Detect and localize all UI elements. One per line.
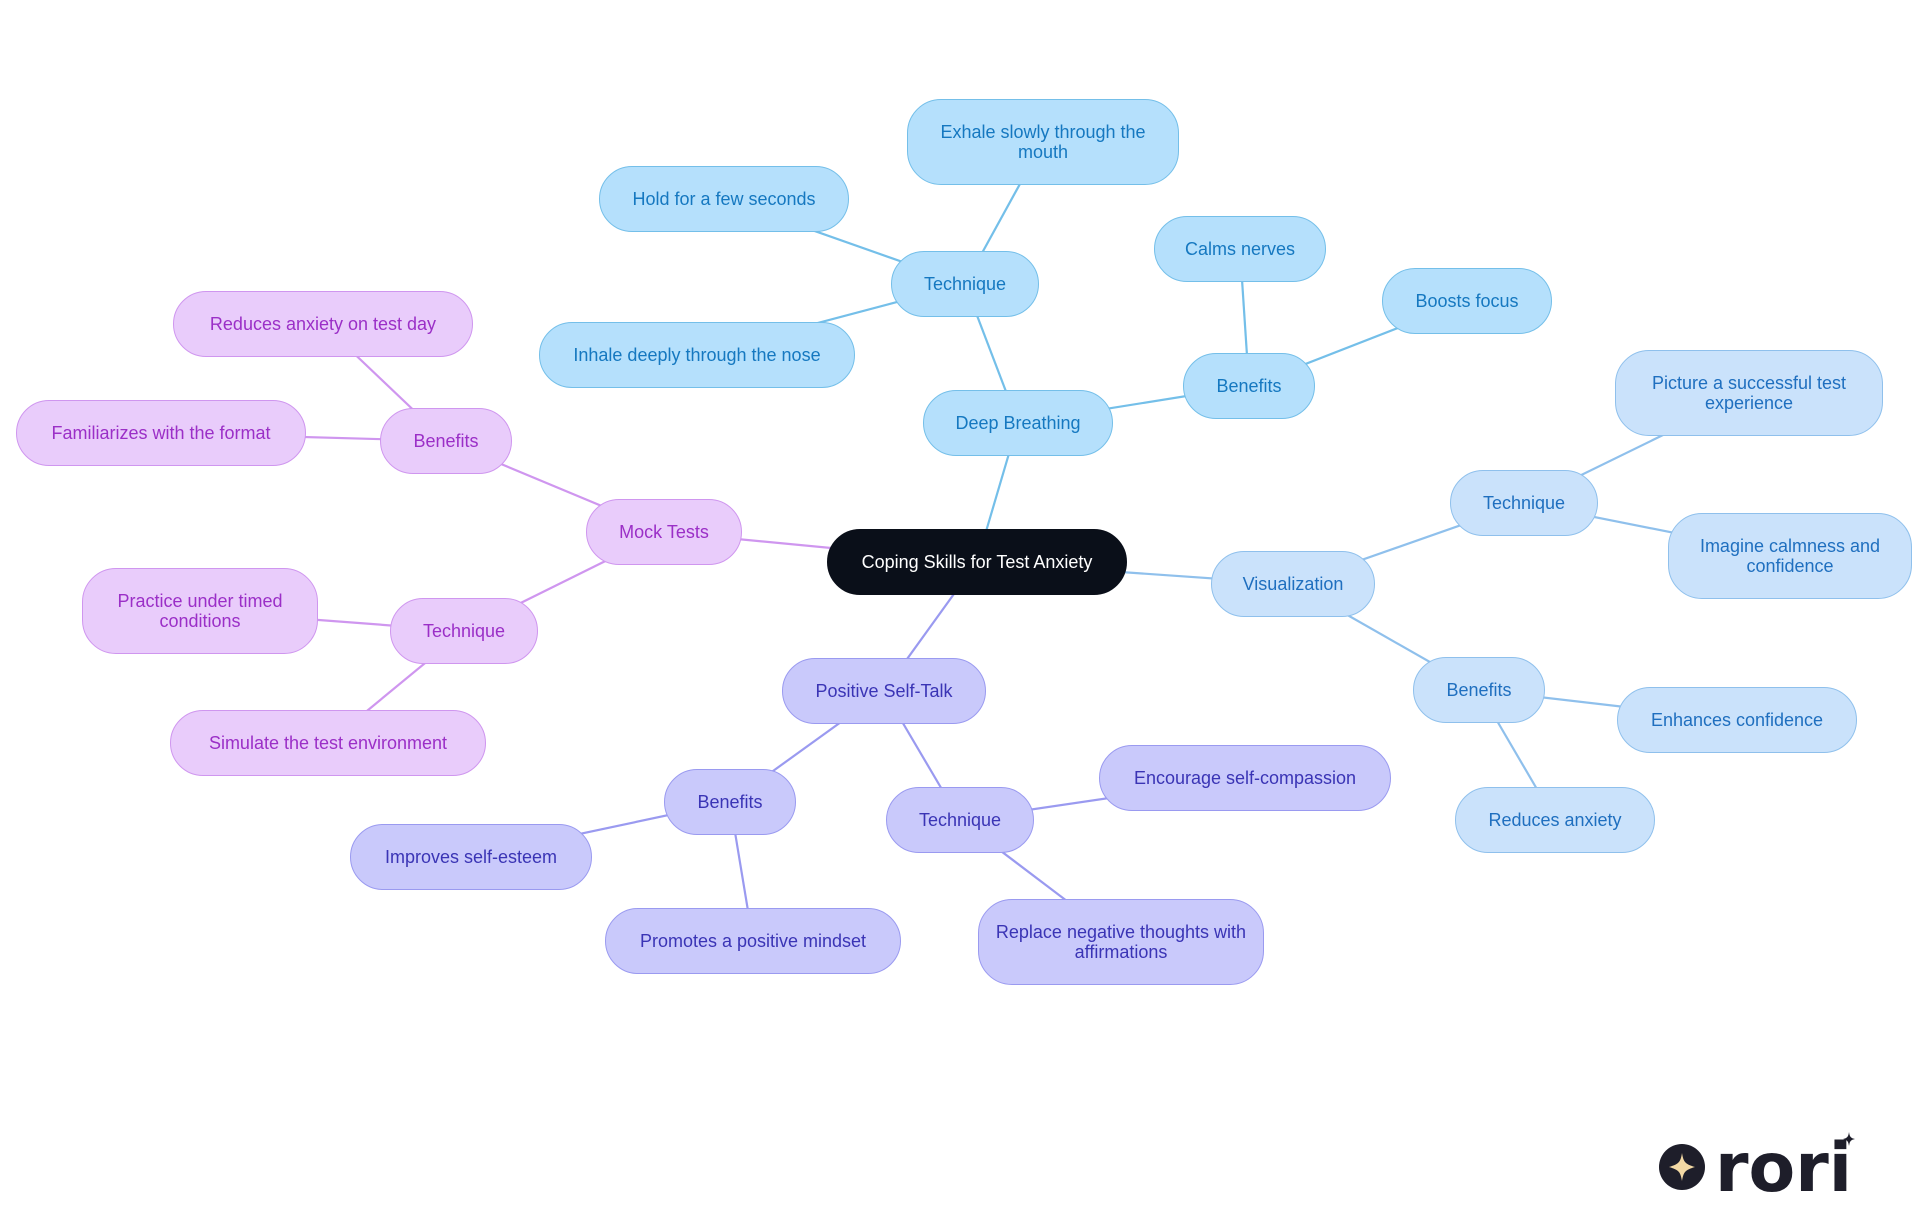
deep-breathing-benefits-item-label: Boosts focus — [1415, 291, 1519, 311]
mock-tests-benefits-item[interactable]: Reduces anxiety on test day — [173, 291, 473, 357]
branch-positive-self-talk[interactable]: Positive Self-Talk — [782, 658, 986, 724]
positive-self-talk-benefits-item-label: Improves self-esteem — [384, 847, 558, 867]
rori-logo-mark: rori — [1659, 1129, 1855, 1208]
positive-self-talk-benefits-item[interactable]: Improves self-esteem — [350, 824, 592, 890]
deep-breathing-benefits-node-label: Benefits — [1216, 376, 1282, 396]
positive-self-talk-benefits-item-label: Promotes a positive mindset — [639, 931, 867, 951]
positive-self-talk-technique-item[interactable]: Replace negative thoughts with affirmati… — [978, 899, 1264, 985]
rori-logo: rori — [1658, 1128, 1858, 1208]
visualization-technique-node-label: Technique — [1482, 493, 1566, 513]
visualization-benefits-node-label: Benefits — [1446, 680, 1512, 700]
mock-tests-benefits-node-label: Benefits — [413, 431, 479, 451]
branch-visualization-label: Visualization — [1242, 574, 1344, 594]
deep-breathing-technique-item[interactable]: Exhale slowly through the mouth — [907, 99, 1179, 185]
visualization-benefits-item-label: Reduces anxiety — [1488, 810, 1622, 830]
root-node-label: Coping Skills for Test Anxiety — [861, 552, 1093, 572]
deep-breathing-technique-item[interactable]: Hold for a few seconds — [599, 166, 849, 232]
deep-breathing-technique-item-label: Exhale slowly through the mouth — [940, 122, 1146, 162]
positive-self-talk-technique-item-label: Encourage self-compassion — [1133, 768, 1357, 788]
mock-tests-benefits-item-label: Familiarizes with the format — [51, 423, 271, 443]
deep-breathing-benefits-item-label: Calms nerves — [1184, 239, 1296, 259]
deep-breathing-technique-node[interactable]: Technique — [891, 251, 1039, 317]
deep-breathing-technique-item[interactable]: Inhale deeply through the nose — [539, 322, 855, 388]
branch-deep-breathing-label: Deep Breathing — [955, 413, 1081, 433]
deep-breathing-benefits-node[interactable]: Benefits — [1183, 353, 1315, 419]
positive-self-talk-technique-node[interactable]: Technique — [886, 787, 1034, 853]
branch-positive-self-talk-label: Positive Self-Talk — [815, 681, 953, 701]
mock-tests-benefits-item-label: Reduces anxiety on test day — [209, 314, 437, 334]
mock-tests-technique-item[interactable]: Simulate the test environment — [170, 710, 486, 776]
positive-self-talk-benefits-item[interactable]: Promotes a positive mindset — [605, 908, 901, 974]
visualization-benefits-item[interactable]: Enhances confidence — [1617, 687, 1857, 753]
visualization-technique-item[interactable]: Imagine calmness and confidence — [1668, 513, 1912, 599]
positive-self-talk-benefits-node-label: Benefits — [697, 792, 763, 812]
branch-mock-tests-label: Mock Tests — [619, 522, 709, 542]
mock-tests-technique-node-label: Technique — [422, 621, 506, 641]
mock-tests-technique-item[interactable]: Practice under timed conditions — [82, 568, 318, 654]
visualization-benefits-item-label: Enhances confidence — [1650, 710, 1824, 730]
small-sparkle-icon — [1843, 1132, 1855, 1146]
positive-self-talk-technique-item[interactable]: Encourage self-compassion — [1099, 745, 1391, 811]
branch-deep-breathing[interactable]: Deep Breathing — [923, 390, 1113, 456]
branch-mock-tests[interactable]: Mock Tests — [586, 499, 742, 565]
positive-self-talk-technique-item-label: Replace negative thoughts with affirmati… — [995, 922, 1247, 962]
visualization-technique-item[interactable]: Picture a successful test experience — [1615, 350, 1883, 436]
deep-breathing-benefits-item[interactable]: Boosts focus — [1382, 268, 1552, 334]
mock-tests-technique-item-label: Simulate the test environment — [208, 733, 448, 753]
mock-tests-benefits-node[interactable]: Benefits — [380, 408, 512, 474]
visualization-benefits-item[interactable]: Reduces anxiety — [1455, 787, 1655, 853]
visualization-technique-item-label: Picture a successful test experience — [1651, 373, 1847, 413]
positive-self-talk-benefits-node[interactable]: Benefits — [664, 769, 796, 835]
positive-self-talk-technique-node-label: Technique — [918, 810, 1002, 830]
visualization-technique-node[interactable]: Technique — [1450, 470, 1598, 536]
mock-tests-benefits-item[interactable]: Familiarizes with the format — [16, 400, 306, 466]
deep-breathing-technique-node-label: Technique — [923, 274, 1007, 294]
sparkle-icon — [1669, 1153, 1695, 1181]
deep-breathing-technique-item-label: Inhale deeply through the nose — [573, 345, 821, 365]
branch-visualization[interactable]: Visualization — [1211, 551, 1375, 617]
mock-tests-technique-item-label: Practice under timed conditions — [117, 591, 283, 631]
root-node[interactable]: Coping Skills for Test Anxiety — [827, 529, 1127, 595]
logo-wordmark: rori — [1715, 1129, 1852, 1198]
visualization-benefits-node[interactable]: Benefits — [1413, 657, 1545, 723]
mock-tests-technique-node[interactable]: Technique — [390, 598, 538, 664]
visualization-technique-item-label: Imagine calmness and confidence — [1699, 536, 1881, 576]
deep-breathing-benefits-item[interactable]: Calms nerves — [1154, 216, 1326, 282]
deep-breathing-technique-item-label: Hold for a few seconds — [632, 189, 816, 209]
